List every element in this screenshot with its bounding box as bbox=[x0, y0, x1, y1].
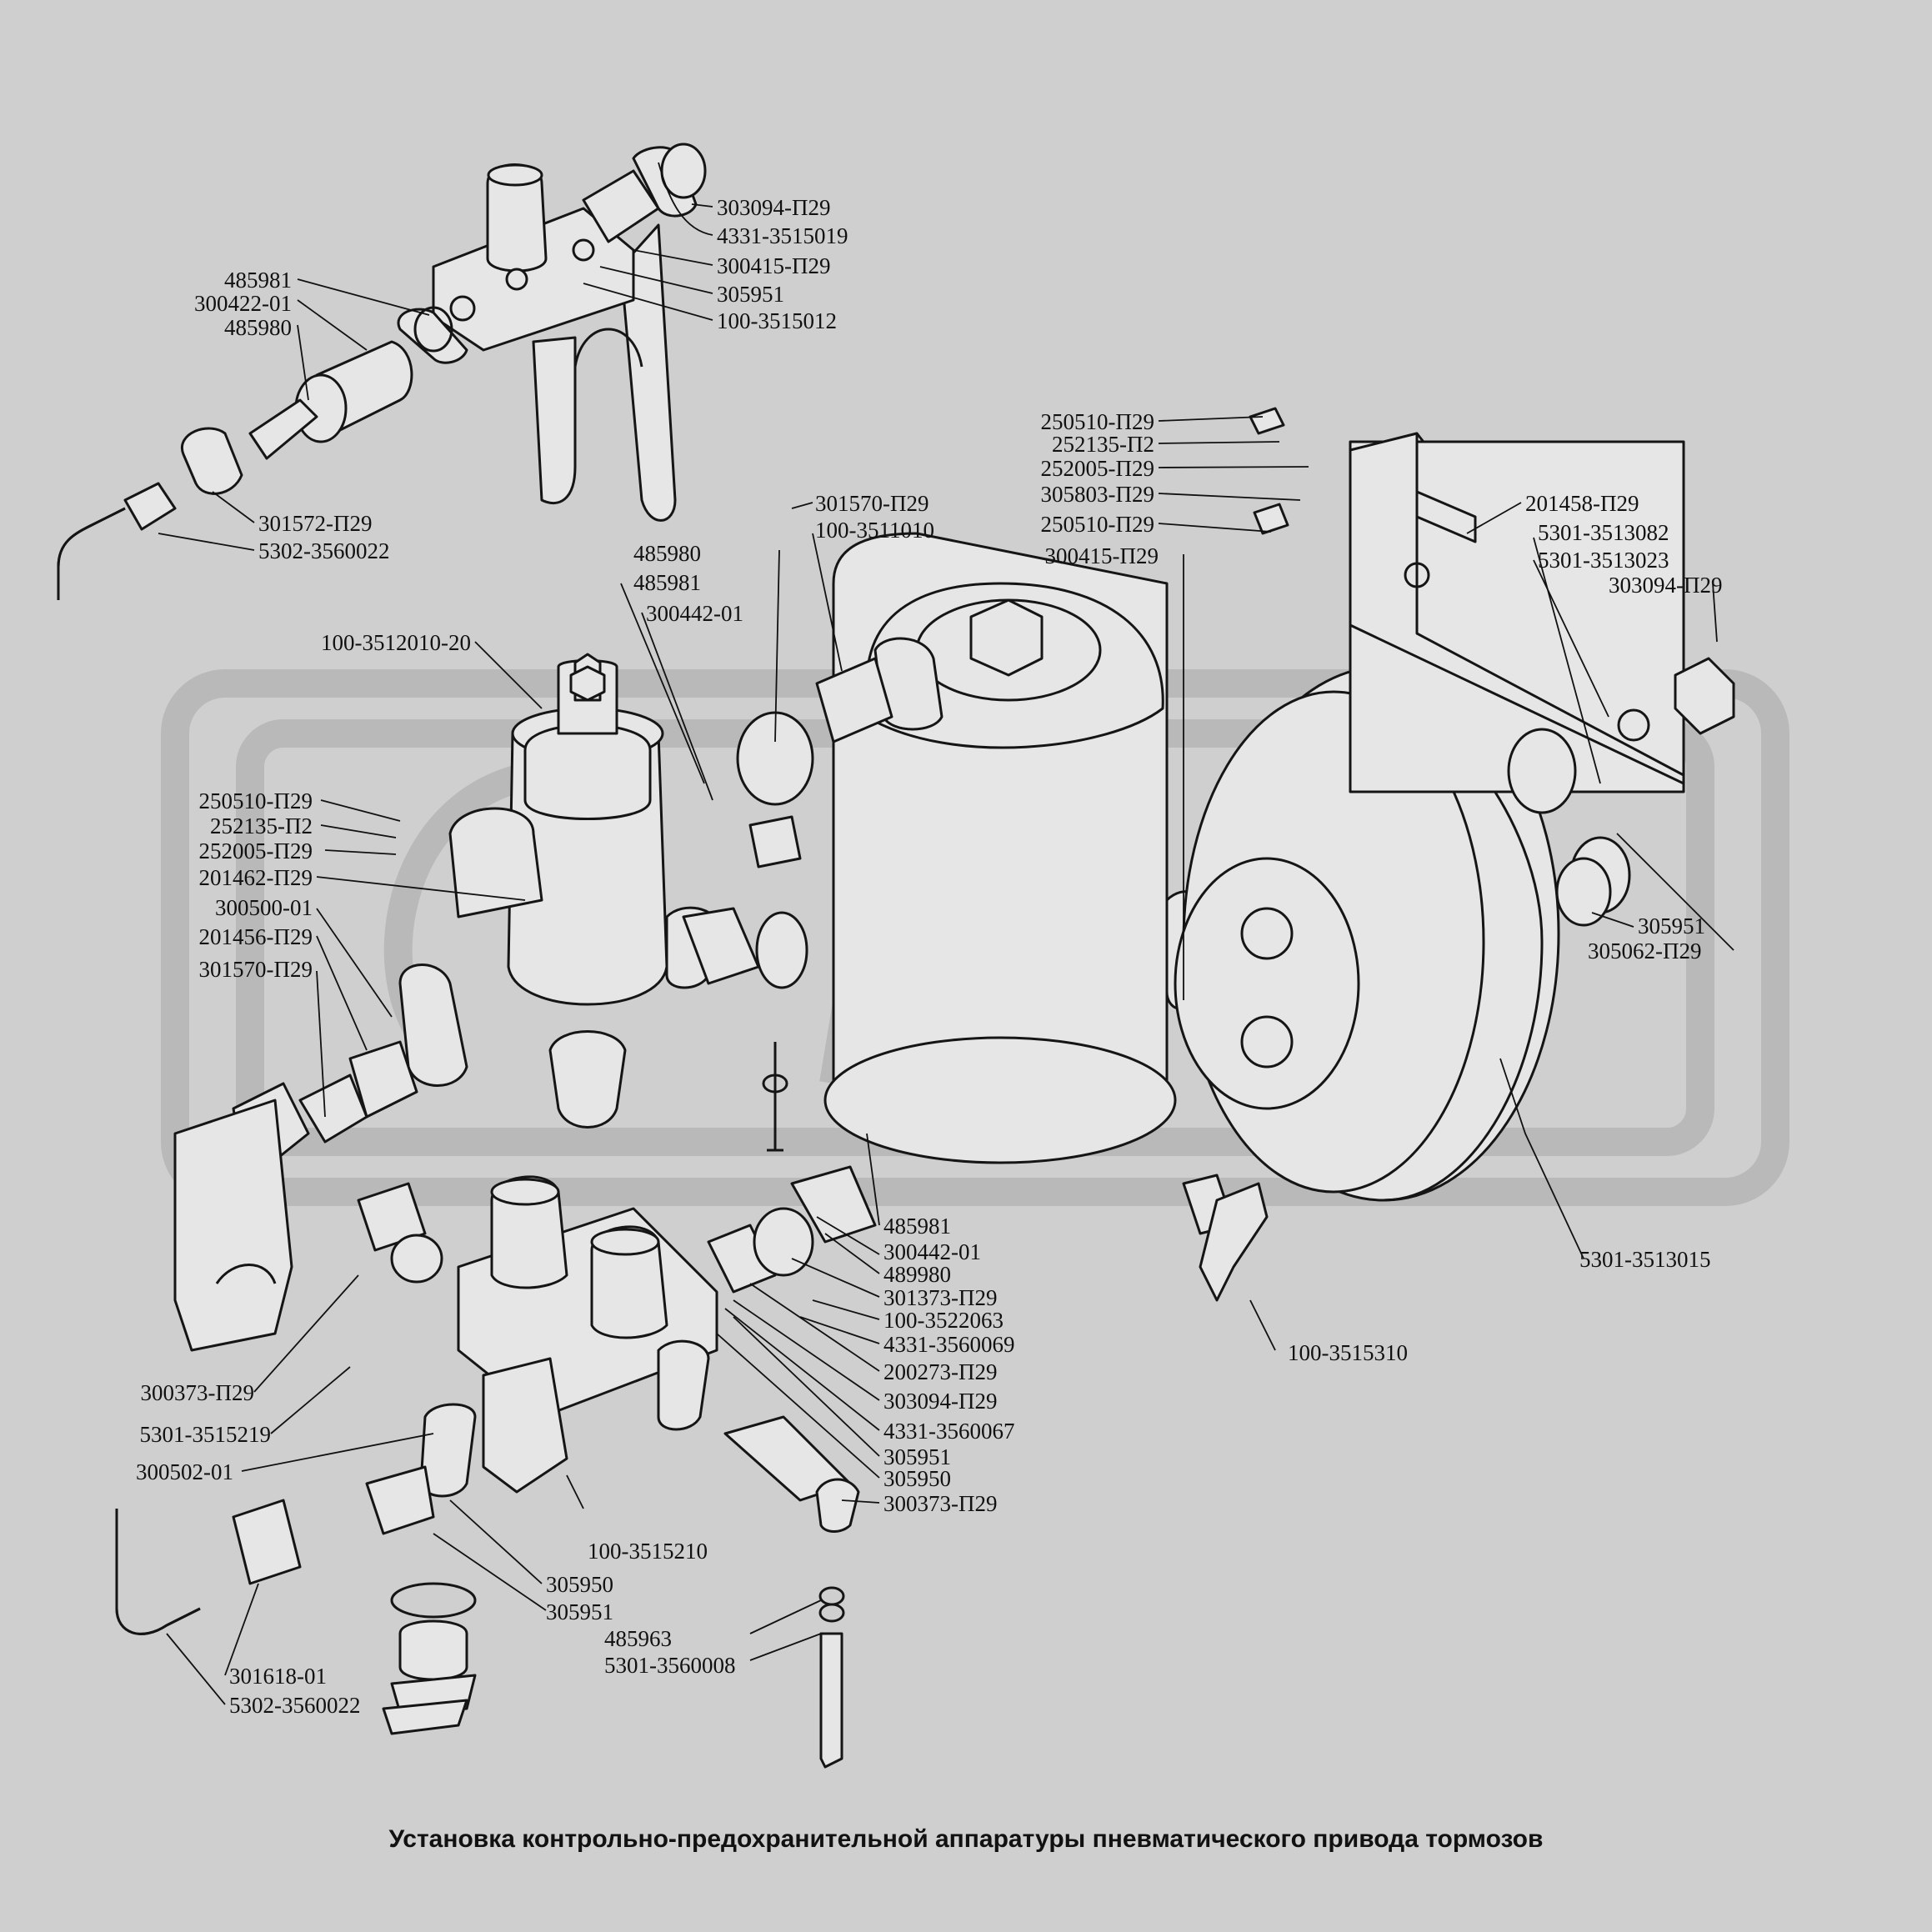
label-100-3511010: 100-3511010 bbox=[815, 518, 934, 543]
label-4331-3560067: 4331-3560067 bbox=[883, 1419, 1015, 1444]
label-305951-low: 305951 bbox=[883, 1444, 951, 1469]
receiver-assembly bbox=[736, 532, 1210, 1164]
brake-chamber bbox=[1174, 407, 1735, 1202]
label-300415-p29-mid: 300415-П29 bbox=[1045, 543, 1159, 568]
label-100-3522063: 100-3522063 bbox=[883, 1308, 1004, 1333]
label-5301-3513082: 5301-3513082 bbox=[1538, 520, 1669, 545]
label-5302-3560022-top: 5302-3560022 bbox=[258, 538, 390, 563]
label-4331-3515019: 4331-3515019 bbox=[717, 223, 848, 248]
label-485981-top: 485981 bbox=[224, 268, 292, 293]
label-252135-p2-a: 252135-П2 bbox=[1052, 432, 1154, 457]
label-252005-p29-a: 252005-П29 bbox=[1041, 456, 1155, 481]
label-303094-p29-low: 303094-П29 bbox=[883, 1389, 998, 1414]
label-301373-p29: 301373-П29 bbox=[883, 1285, 998, 1310]
label-300422-01: 300422-01 bbox=[194, 291, 292, 316]
label-100-3515012: 100-3515012 bbox=[717, 308, 837, 333]
label-305950-low: 305950 bbox=[883, 1466, 951, 1491]
label-301618-01: 301618-01 bbox=[229, 1664, 327, 1689]
label-5301-3560008: 5301-3560008 bbox=[604, 1653, 736, 1678]
label-100-3515310: 100-3515310 bbox=[1288, 1340, 1408, 1365]
label-5301-3515219: 5301-3515219 bbox=[140, 1422, 272, 1447]
label-252005-p29-b: 252005-П29 bbox=[199, 838, 313, 863]
label-485981-low: 485981 bbox=[883, 1214, 951, 1239]
label-300373-p29-left: 300373-П29 bbox=[141, 1380, 255, 1405]
label-201456-p29: 201456-П29 bbox=[199, 924, 313, 949]
label-305950-bottom: 305950 bbox=[546, 1572, 613, 1597]
label-489980: 489980 bbox=[883, 1262, 951, 1287]
label-305062-p29: 305062-П29 bbox=[1588, 938, 1702, 963]
label-300500-01: 300500-01 bbox=[215, 895, 313, 920]
label-100-3515210: 100-3515210 bbox=[588, 1539, 708, 1564]
label-201458-p29: 201458-П29 bbox=[1525, 491, 1639, 516]
label-100-3512010-20: 100-3512010-20 bbox=[321, 630, 471, 655]
label-301572-p29: 301572-П29 bbox=[258, 511, 373, 536]
label-303094-p29-right: 303094-П29 bbox=[1609, 573, 1723, 598]
label-4331-3560069: 4331-3560069 bbox=[883, 1332, 1015, 1357]
label-250510-p29-c: 250510-П29 bbox=[199, 788, 313, 813]
label-303094-p29-top: 303094-П29 bbox=[717, 195, 831, 220]
bottom-valve-assembly bbox=[115, 1042, 1269, 1769]
label-252135-p2-b: 252135-П2 bbox=[210, 813, 313, 838]
label-300415-p29-top: 300415-П29 bbox=[717, 253, 831, 278]
diagram-caption: Установка контрольно-предохранительной а… bbox=[388, 1825, 1544, 1853]
label-201462-p29: 201462-П29 bbox=[199, 865, 313, 890]
label-305951-bottom: 305951 bbox=[546, 1599, 613, 1624]
leader-lines bbox=[158, 162, 1734, 1705]
label-305803-p29: 305803-П29 bbox=[1041, 482, 1155, 507]
label-300502-01: 300502-01 bbox=[136, 1459, 233, 1484]
label-300442-01-mid: 300442-01 bbox=[646, 601, 743, 626]
label-5301-3513015: 5301-3513015 bbox=[1579, 1247, 1711, 1272]
label-301570-p29-left: 301570-П29 bbox=[199, 957, 313, 982]
label-300442-01-low: 300442-01 bbox=[883, 1239, 981, 1264]
label-305951-right: 305951 bbox=[1638, 913, 1705, 938]
label-200273-p29: 200273-П29 bbox=[883, 1359, 998, 1384]
label-485963: 485963 bbox=[604, 1626, 672, 1651]
label-5301-3513023: 5301-3513023 bbox=[1538, 548, 1669, 573]
label-301570-p29-top: 301570-П29 bbox=[815, 491, 929, 516]
label-485981-mid: 485981 bbox=[633, 570, 701, 595]
upper-valve-assembly bbox=[57, 143, 707, 600]
label-250510-p29-a: 250510-П29 bbox=[1041, 409, 1155, 434]
label-305951-top: 305951 bbox=[717, 282, 784, 307]
label-250510-p29-b: 250510-П29 bbox=[1041, 512, 1155, 537]
label-485980-top: 485980 bbox=[224, 315, 292, 340]
label-300373-p29-right: 300373-П29 bbox=[883, 1491, 998, 1516]
label-485980-mid: 485980 bbox=[633, 541, 701, 566]
label-5302-3560022-bottom: 5302-3560022 bbox=[229, 1693, 361, 1718]
part-labels: 303094-П29 4331-3515019 300415-П29 30595… bbox=[136, 195, 1723, 1718]
